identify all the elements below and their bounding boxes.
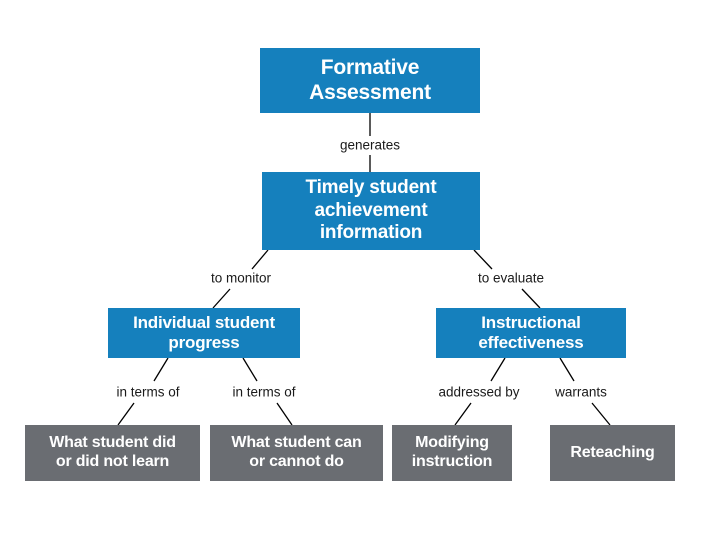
- node-modifying-instruction: Modifying instruction: [392, 425, 512, 481]
- edge-line-to-monitor-upper: [251, 249, 269, 270]
- node-instructional-effectiveness: Instructional effectiveness: [436, 308, 626, 358]
- edge-line-in-terms-of-1-lower: [117, 402, 135, 426]
- node-label: What student can or cannot do: [231, 434, 362, 470]
- node-label: Modifying instruction: [411, 434, 493, 470]
- edge-label-to-evaluate: to evaluate: [474, 270, 548, 286]
- node-label: Timely student achievement information: [305, 177, 437, 244]
- edge-line-addressed-by-lower: [454, 402, 472, 426]
- edge-label-addressed-by: addressed by: [435, 384, 523, 400]
- edge-line-warrants-upper: [559, 357, 575, 382]
- node-individual-student-progress: Individual student progress: [108, 308, 300, 358]
- node-label: Individual student progress: [133, 312, 275, 352]
- node-what-student-did-or-did-not-learn: What student did or did not learn: [25, 425, 200, 481]
- edge-line-to-monitor-lower: [212, 288, 231, 309]
- node-label: Reteaching: [570, 443, 655, 461]
- edge-line-warrants-lower: [591, 402, 611, 426]
- node-label: Formative Assessment: [309, 55, 431, 104]
- node-formative-assessment: Formative Assessment: [260, 48, 480, 113]
- node-reteaching: Reteaching: [550, 425, 675, 481]
- edge-label-generates: generates: [336, 137, 404, 153]
- node-label: Instructional effectiveness: [478, 312, 584, 352]
- edge-line-in-terms-of-2-upper: [242, 357, 258, 382]
- edge-label-warrants: warrants: [552, 384, 610, 400]
- edge-label-to-monitor: to monitor: [207, 270, 275, 286]
- edge-label-in-terms-of-1: in terms of: [113, 384, 183, 400]
- edge-line-in-terms-of-2-lower: [276, 402, 293, 426]
- edge-line-in-terms-of-1-upper: [153, 357, 169, 382]
- edge-line-to-evaluate-upper: [473, 249, 493, 270]
- node-what-student-can-or-cannot-do: What student can or cannot do: [210, 425, 383, 481]
- edge-line-addressed-by-upper: [490, 357, 506, 382]
- node-timely-student-achievement-information: Timely student achievement information: [262, 172, 480, 250]
- edge-line-to-evaluate-lower: [521, 288, 541, 309]
- edge-label-in-terms-of-2: in terms of: [229, 384, 299, 400]
- node-label: What student did or did not learn: [49, 434, 176, 470]
